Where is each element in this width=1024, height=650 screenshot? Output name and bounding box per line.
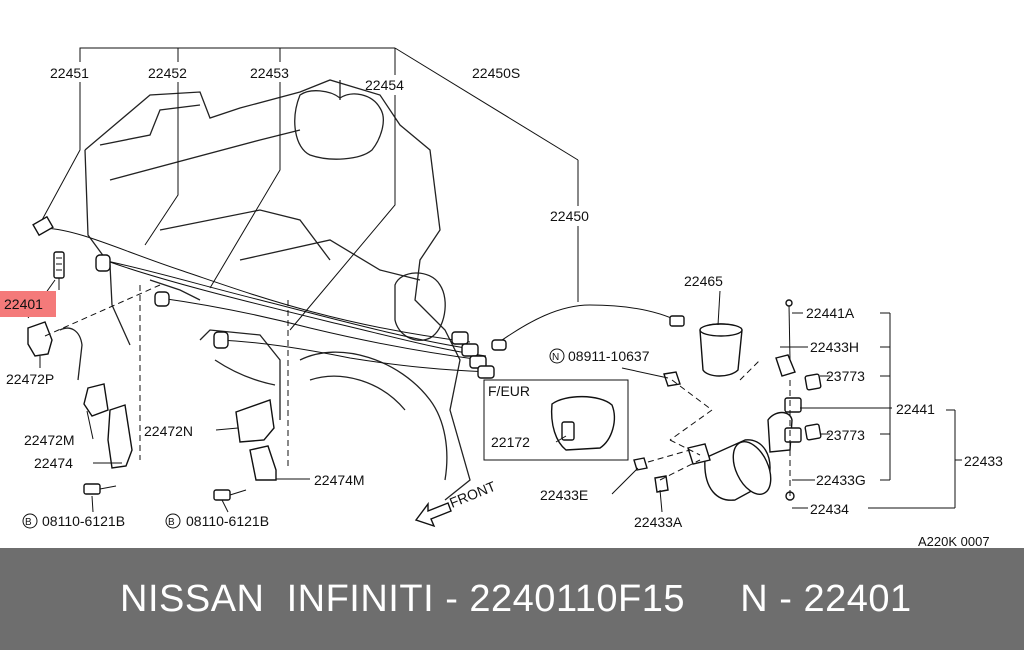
label-22434: 22434: [810, 501, 849, 517]
label-22433g: 22433G: [816, 472, 866, 488]
label-22453: 22453: [250, 65, 289, 81]
engine-drawing: [59, 79, 471, 501]
label-22441a: 22441A: [806, 305, 855, 321]
nut-symbol-letter: N: [552, 352, 559, 363]
label-22454: 22454: [365, 77, 404, 93]
label-22441: 22441: [896, 401, 935, 417]
label-22433: 22433: [964, 453, 1003, 469]
feur-inset: [483, 379, 629, 461]
part-labels: 22451 22452 22453 22454 22450S 22450 224…: [4, 65, 1003, 549]
label-22172: 22172: [491, 434, 530, 450]
parts-diagram: 22451 22452 22453 22454 22450S 22450 224…: [0, 47, 1004, 549]
label-22450s: 22450S: [472, 65, 520, 81]
label-22401: 22401: [4, 296, 43, 312]
label-22450: 22450: [550, 208, 589, 224]
label-22465: 22465: [684, 273, 723, 289]
bolt-symbol-letter-2: B: [168, 517, 175, 528]
diagram-reference-code: A220K 0007: [918, 534, 990, 548]
label-08110-6121b-left: 08110-6121B: [42, 513, 125, 529]
spark-plug: [53, 251, 65, 290]
highlight-22401: [0, 291, 56, 317]
label-22474: 22474: [34, 455, 73, 471]
bolt-symbol-letter-1: B: [25, 517, 32, 528]
label-22451: 22451: [50, 65, 89, 81]
label-feur: F/EUR: [488, 383, 530, 399]
footer-caption: NISSAN INFINITI - 2240110F15 N - 22401: [120, 578, 912, 620]
label-08911-10637: 08911-10637: [568, 348, 650, 364]
label-22433h: 22433H: [810, 339, 859, 355]
label-22474m: 22474M: [314, 472, 365, 488]
label-22472p: 22472P: [6, 371, 54, 387]
leader-lines: [27, 47, 962, 513]
spark-plug-wires: [32, 215, 685, 379]
ignition-coil-assembly: [633, 299, 822, 501]
diagram-svg: 22451 22452 22453 22454 22450S 22450 224…: [0, 47, 1003, 549]
bolt-symbol-circle-1: [22, 513, 38, 529]
label-22452: 22452: [148, 65, 187, 81]
label-front: FRONT: [447, 478, 498, 511]
label-22433e: 22433E: [540, 487, 588, 503]
label-08110-6121b-right: 08110-6121B: [186, 513, 269, 529]
label-23773-lower: 23773: [826, 427, 865, 443]
label-22472n: 22472N: [144, 423, 193, 439]
footer-bar: NISSAN INFINITI - 2240110F15 N - 22401: [0, 548, 1024, 650]
dashed-guides: [44, 284, 791, 500]
label-23773-upper: 23773: [826, 368, 865, 384]
clips-brackets: [27, 321, 277, 501]
bolt-symbol-circle-2: [165, 513, 181, 529]
front-arrow: [414, 501, 452, 528]
nut-symbol-circle: [549, 348, 565, 364]
label-22472m: 22472M: [24, 432, 75, 448]
label-22433a: 22433A: [634, 514, 683, 530]
